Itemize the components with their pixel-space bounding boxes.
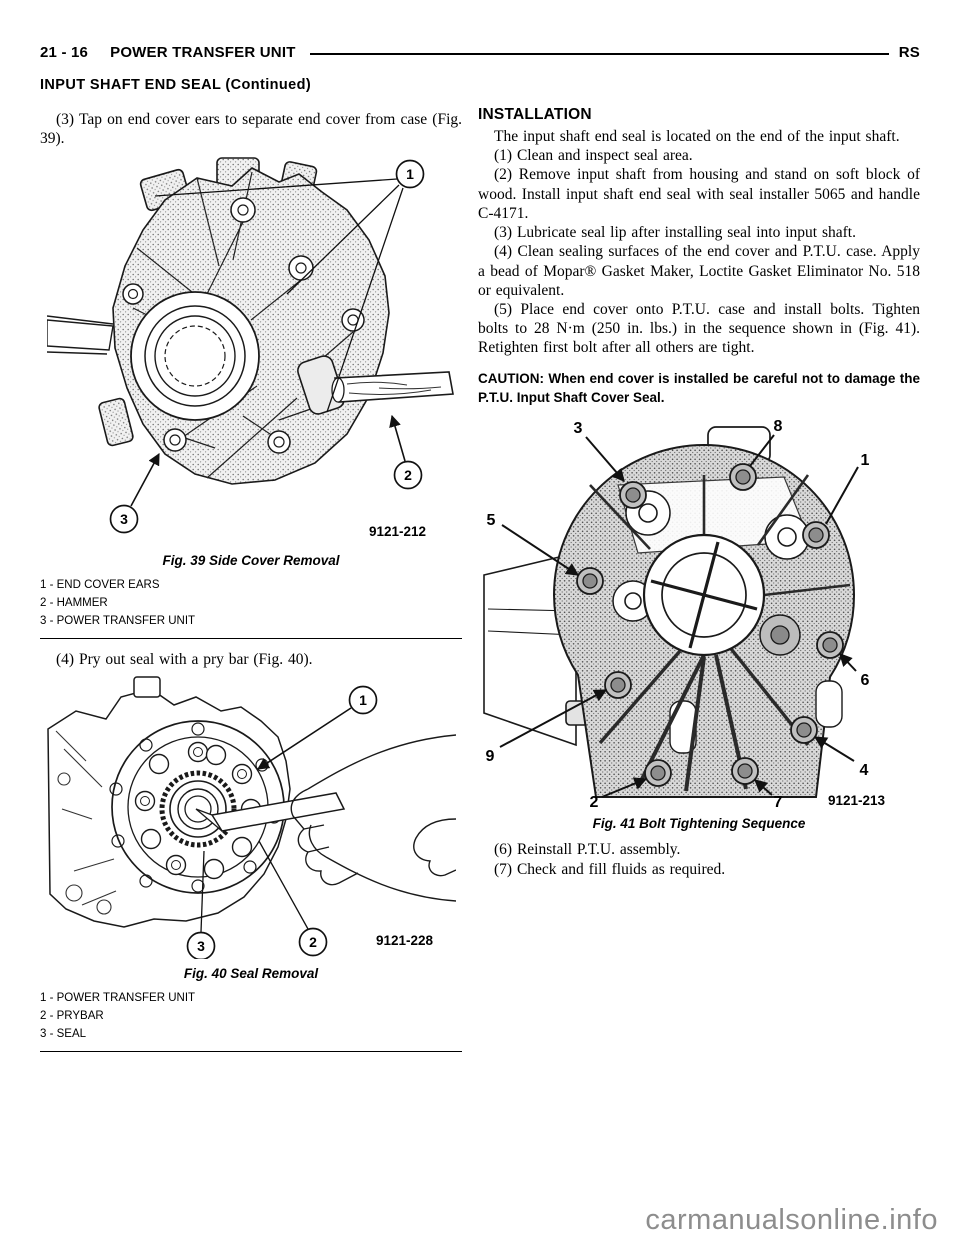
fig41-num-4: 4 [860,762,869,779]
fig39-callout-3-num: 3 [120,511,128,527]
installation-intro: The input shaft end seal is located on t… [494,128,900,145]
fig39-legend-item: 2 - HAMMER [40,597,108,610]
fig39-legend-item: 1 - END COVER EARS [40,579,160,592]
install-step-2: (2) Remove input shaft from housing and … [478,166,920,222]
fig40-callout-2-num: 2 [309,934,317,950]
install-step-7: (7) Check and fill fluids as required. [494,860,726,878]
fig40-callout-2: 2 [258,840,328,957]
fig41-num-2: 2 [590,794,599,809]
fig41-webbing [612,476,843,755]
fig41-hub [642,534,766,657]
fig39-legend-item: 3 - POWER TRANSFER UNIT [40,615,196,628]
fig39-divider [40,637,462,639]
fig39-callout-2-num: 2 [404,467,412,483]
fig40-code: 9121-228 [376,933,434,948]
fig40-legend-item: 2 - PRYBAR [40,1009,104,1022]
figure-39: 1 2 3 9121-212 Fig. 39 Side Cover Remova… [40,148,462,639]
fig40-illustration: 1 2 3 9121-228 [47,676,456,960]
fig39-callout-1: 1 [154,160,425,413]
fig40-prybar [195,792,346,832]
fig39-bore [130,291,260,422]
install-step-5: (5) Place end cover onto P.T.U. case and… [478,300,920,357]
install-step-1: (1) Clean and inspect seal area. [494,147,693,165]
fig40-callout-3-num: 3 [197,938,205,954]
fig39-callout-2: 2 [389,415,423,490]
fig39-caption: Fig. 39 Side Cover Removal [162,553,340,569]
header-title: POWER TRANSFER UNIT [110,44,296,61]
install-step-6: (6) Reinstall P.T.U. assembly. [494,841,681,859]
watermark: carmanualsonline.info [645,1204,938,1236]
fig40-callout-3: 3 [186,851,216,960]
fig39-shaft-stub [47,319,114,352]
fig41-caption: Fig. 41 Bolt Tightening Sequence [592,816,806,832]
caution-paragraph: CAUTION: When end cover is installed be … [478,370,920,405]
fig40-housing-detail [55,730,117,915]
fig41-sequence-numbers [499,434,859,799]
fig39-callout-3: 3 [109,453,160,534]
header-rule [309,52,889,55]
fig40-caption: Fig. 40 Seal Removal [183,966,319,982]
fig39-hammer [297,355,454,416]
fig39-legend: 1 - END COVER EARS 2 - HAMMER 3 - POWER … [40,577,462,630]
fig39-illustration: 1 2 3 9121-212 [47,157,454,539]
fig40-legend-item: 1 - POWER TRANSFER UNIT [40,992,196,1005]
page-header: 21 - 16 POWER TRANSFER UNIT RS [40,44,920,61]
fig40-legend-item: 3 - SEAL [40,1027,87,1040]
fig39-code: 9121-212 [369,524,426,539]
header-region-code: RS [898,44,920,61]
page-number: 21 - 16 [40,44,89,61]
fig41-num-8: 8 [774,418,783,435]
fig41-num-6: 6 [861,672,870,689]
fig41-num-5: 5 [487,512,496,529]
fig41-number-labels: 3 8 1 5 6 9 4 2 7 [486,418,870,809]
fig41-illustration: 3 8 1 5 6 9 4 2 7 9121-213 [483,418,886,809]
fig39-callout-1-num: 1 [406,166,414,182]
step-3-paragraph: (3) Tap on end cover ears to separate en… [40,111,462,148]
step-4-paragraph: (4) Pry out seal with a pry bar (Fig. 40… [56,650,313,668]
fig40-divider [40,1050,462,1052]
fig41-num-1: 1 [861,452,870,469]
figure-41: 3 8 1 5 6 9 4 2 7 9121-213 Fig. 41 Bolt … [478,413,920,831]
fig40-legend: 1 - POWER TRANSFER UNIT 2 - PRYBAR 3 - S… [40,990,462,1043]
fig40-callout-1: 1 [256,685,378,770]
left-column: (3) Tap on end cover ears to separate en… [40,110,462,1063]
fig40-bolt-ring [134,741,262,880]
fig41-bolts [576,463,844,788]
install-step-4: (4) Clean sealing surfaces of the end co… [478,243,920,299]
install-step-3: (3) Lubricate seal lip after installing … [494,224,856,242]
fig40-callout-1-num: 1 [359,692,367,708]
right-column: INSTALLATION The input shaft end seal is… [478,106,920,879]
fig41-num-9: 9 [486,748,495,765]
fig41-num-3: 3 [574,420,583,437]
fig40-hand [290,734,456,902]
figure-40: 1 2 3 9121-228 Fig. 40 Seal Removal 1 - … [40,669,462,1052]
fig41-code: 9121-213 [828,793,886,808]
installation-heading: INSTALLATION [478,106,592,123]
section-title: INPUT SHAFT END SEAL (Continued) [40,77,312,93]
fig41-num-7: 7 [774,794,783,809]
